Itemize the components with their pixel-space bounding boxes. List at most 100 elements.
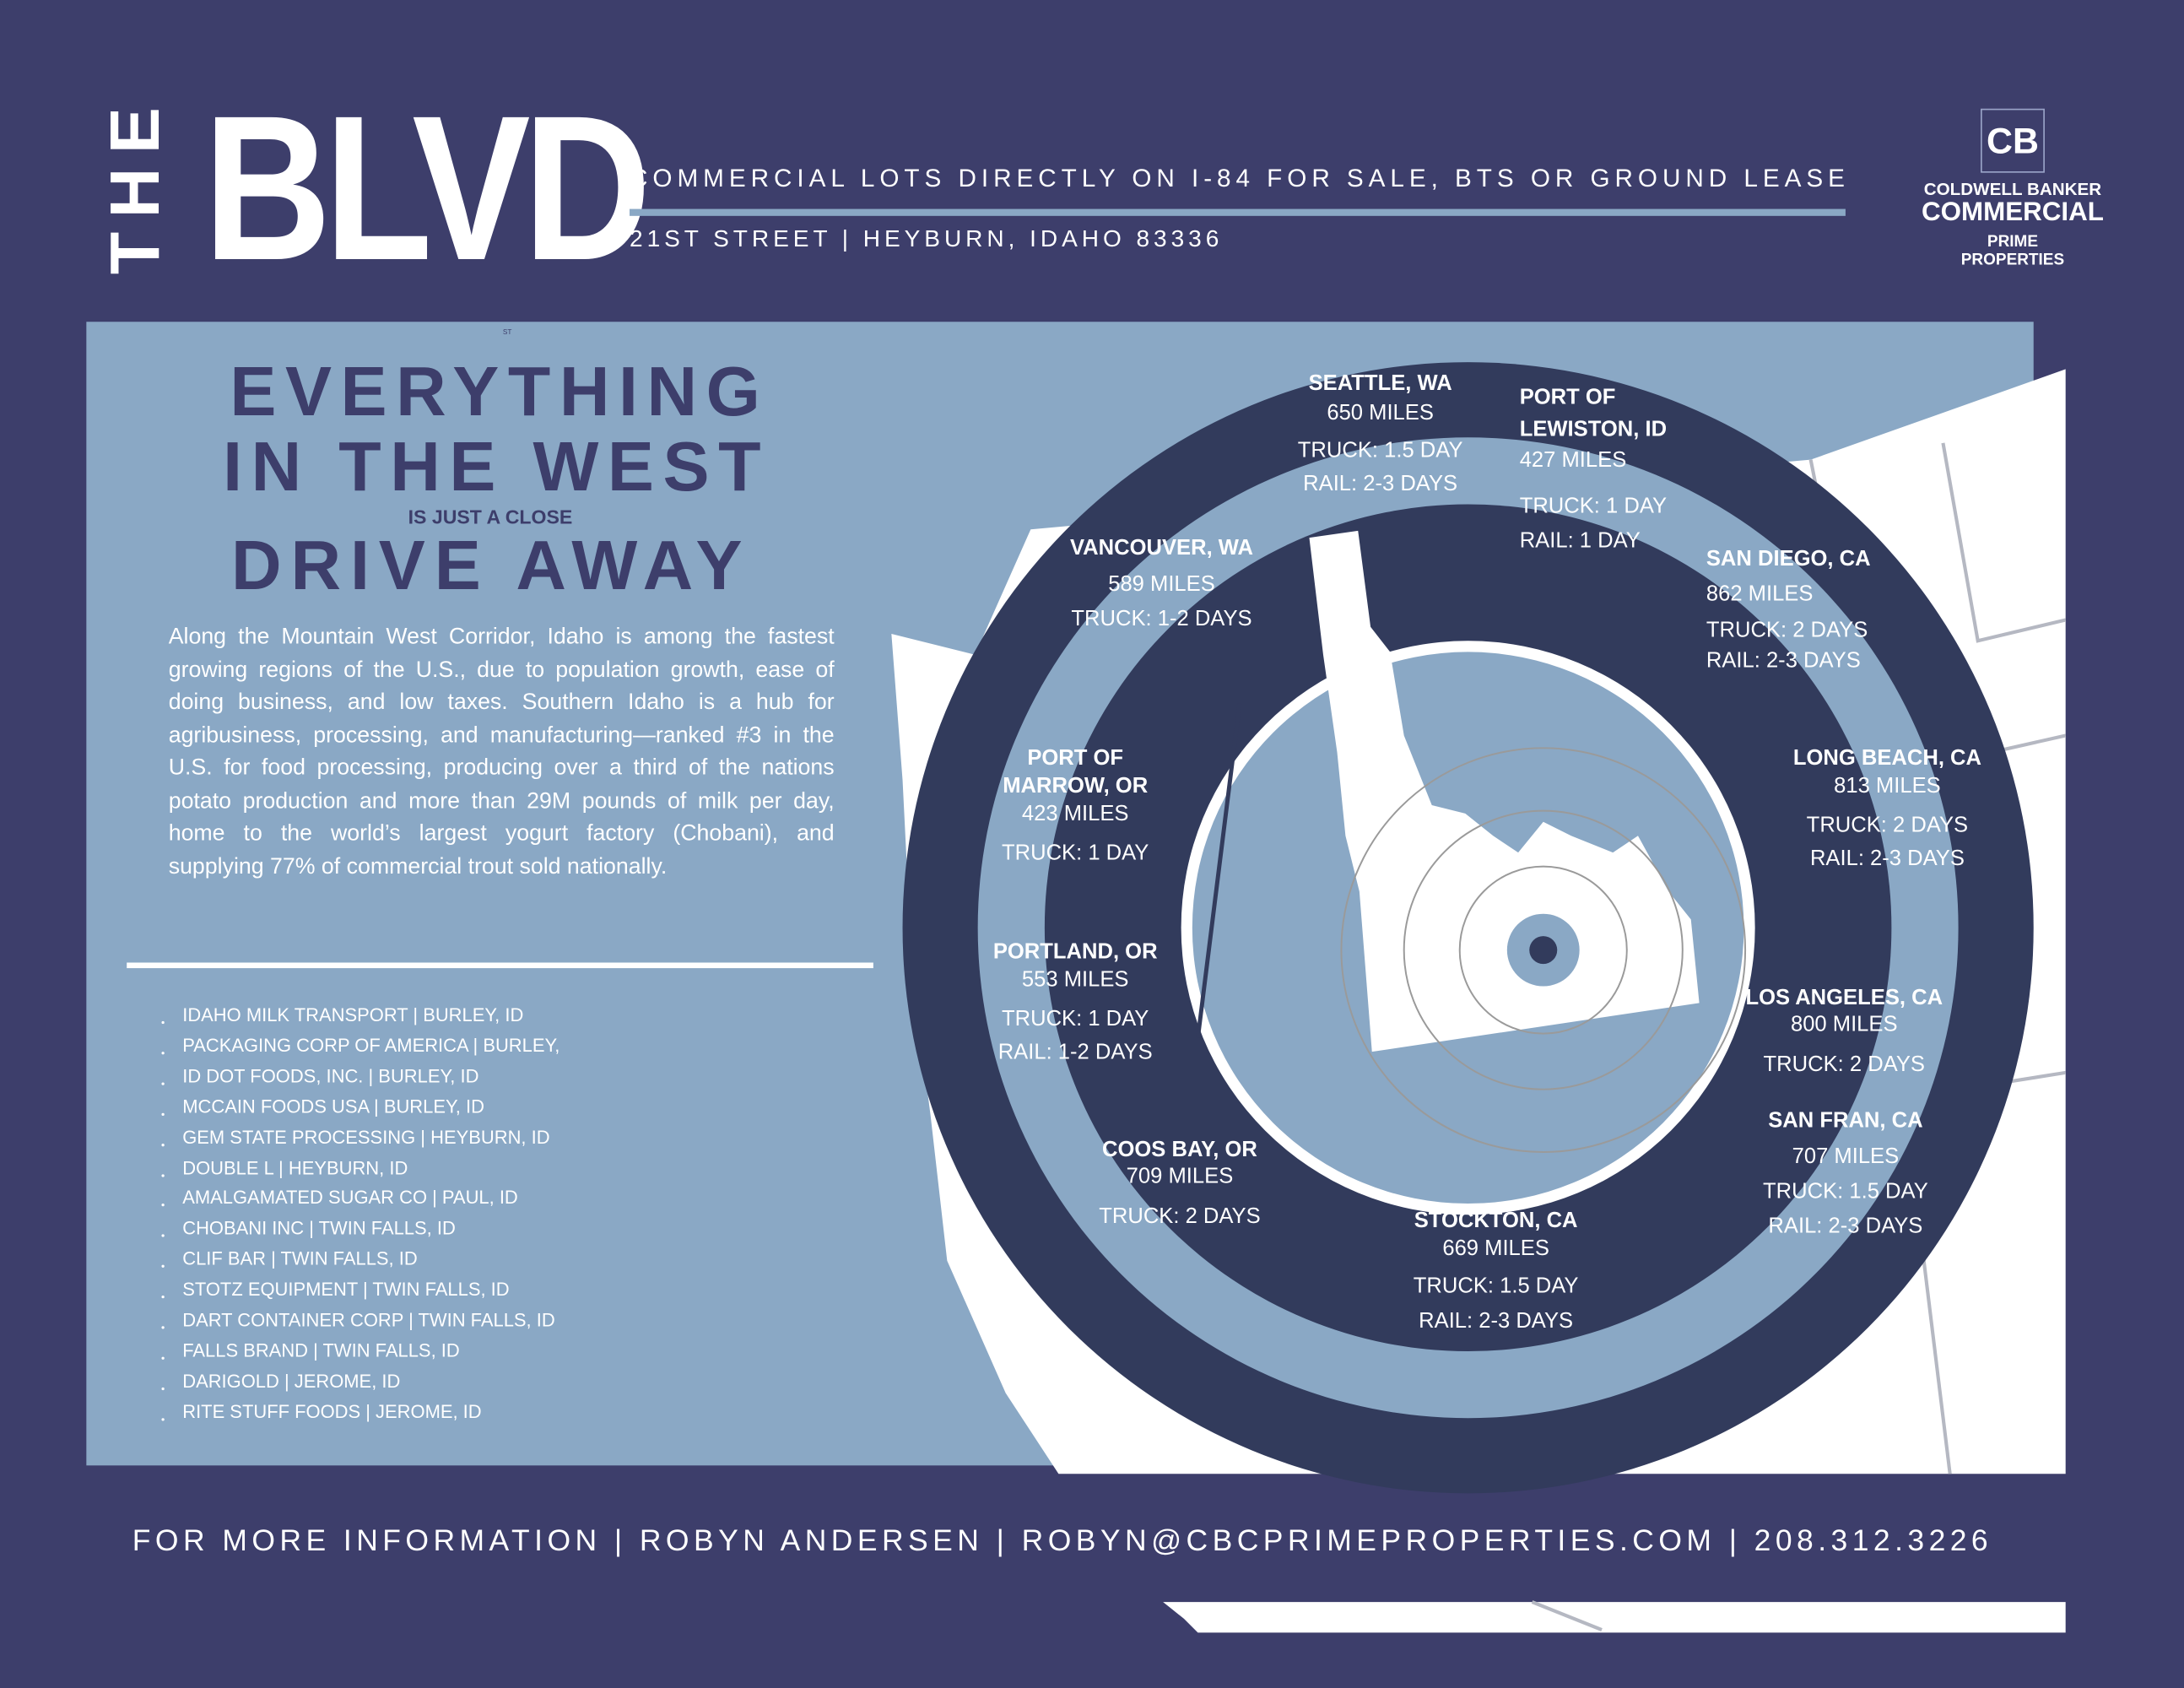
bullet-icon [161,1204,165,1207]
bullet-icon [161,1387,165,1390]
city-detail: RAIL: 2-3 DAYS [1706,649,1861,674]
brand-line4: PROPERTIES [1960,252,2065,269]
bullet-icon [161,1143,165,1146]
headline-small: IS JUST A CLOSE [408,506,573,528]
business-list-item: FALLS BRAND | TWIN FALLS, ID [182,1339,460,1361]
city-detail: 423 MILES [1021,802,1129,826]
bullet-icon [161,1082,165,1085]
bullet-icon [161,1173,165,1177]
bullet-icon [161,1020,165,1025]
city-label: STOCKTON, CA 669 MILES TRUCK: 1.5 DAY RAIL:… [1414,1209,1579,1335]
tagline: COMMERCIAL LOTS DIRECTLY ON I-84 FOR SAL… [630,164,1850,192]
city-name: LONG BEACH, CA [1792,746,1982,771]
city-label: SEATTLE, WA 650 MILES TRUCK: 1.5 DAY RAIL: … [1298,372,1463,498]
header-divider [630,208,1846,216]
city-detail: 813 MILES [1834,774,1941,798]
business-list-item: IDAHO MILK TRANSPORT | BURLEY, ID [182,1004,524,1025]
city-name: SEATTLE, WA [1308,371,1452,396]
business-list-item: ID DOT FOODS, INC. | BURLEY, ID [182,1065,479,1087]
city-detail: TRUCK: 1-2 DAYS [1071,607,1252,631]
headline-line1: EVERYTHING [230,352,770,431]
business-list-item: RITE STUFF FOODS | JEROME, ID [182,1400,482,1422]
city-detail: 800 MILES [1790,1012,1898,1036]
city-name: LEWISTON, ID [1519,418,1668,442]
bullet-icon [161,1112,165,1116]
city-label: SAN DIEGO, CA 862 MILES TRUCK: 2 DAYS RAIL:… [1706,548,1871,674]
city-label: LONG BEACH, CA 813 MILES TRUCK: 2 DAYS RAIL… [1793,747,1981,873]
headline-line3: DRIVE AWAY [230,526,752,605]
city-detail: TRUCK: 1 DAY [1001,841,1149,865]
bullet-icon [161,1264,165,1269]
city-label: PORTLAND, OR 553 MILES TRUCK: 1 DAY RAIL: 1… [993,940,1158,1066]
logo-the: THE [95,93,175,275]
bullet-icon [161,1296,165,1299]
city-name: LOS ANGELES, CA [1745,986,1943,1010]
city-detail: TRUCK: 2 DAYS [1806,813,1969,837]
city-detail: RAIL: 1-2 DAYS [997,1040,1153,1064]
city-name: SAN DIEGO, CA [1706,547,1871,571]
city-detail: 650 MILES [1327,401,1434,425]
coldwell-banker-logo-mark: CB [1981,108,2045,173]
city-detail: TRUCK: 1 DAY [1519,494,1668,518]
city-detail: TRUCK: 1 DAY [1001,1007,1149,1031]
city-label: PORT OF MARROW, OR 423 MILES TRUCK: 1 DAY [1002,747,1149,867]
business-list-item: PACKAGING CORP OF AMERICA | BURLEY, [182,1035,560,1056]
city-detail: RAIL: 2-3 DAYS [1768,1215,1923,1239]
business-list-item: CHOBANI INC | TWIN FALLS, ID [182,1218,456,1239]
st-mark: ST [502,328,512,338]
city-detail: 427 MILES [1519,448,1627,473]
heyburn-marker-dot [1529,936,1558,965]
contact-footer: FOR MORE INFORMATION | ROBYN ANDERSEN | … [132,1523,1993,1558]
brand-line1: COLDWELL BANKER [1923,179,2102,200]
city-detail: TRUCK: 2 DAYS [1763,1052,1925,1077]
city-detail: TRUCK: 1.5 DAY [1413,1274,1579,1299]
city-name: PORTLAND, OR [992,940,1158,965]
bullet-icon [161,1326,165,1329]
brand-line3: PRIME [1987,234,2039,252]
business-list-item: AMALGAMATED SUGAR CO | PAUL, ID [182,1187,518,1209]
city-name: MARROW, OR [1003,774,1149,798]
city-detail: TRUCK: 2 DAYS [1706,618,1868,642]
city-label: PORT OF LEWISTON, ID 427 MILES TRUCK: 1 DAY… [1520,386,1667,555]
city-name: PORT OF [1519,386,1616,410]
land-strip-bottom [1163,1602,2066,1633]
city-detail: RAIL: 2-3 DAYS [1303,472,1458,496]
city-detail: TRUCK: 1.5 DAY [1297,438,1463,463]
city-name: STOCKTON, CA [1414,1209,1578,1233]
city-name: COOS BAY, OR [1102,1138,1257,1162]
city-detail: 707 MILES [1792,1144,1900,1169]
city-detail: 862 MILES [1706,582,1814,606]
headline-line2: IN THE WEST [223,427,770,506]
business-list-item: MCCAIN FOODS USA | BURLEY, ID [182,1096,484,1117]
business-list-item: CLIF BAR | TWIN FALLS, ID [182,1248,418,1269]
bullet-icon [161,1051,165,1055]
city-name: PORT OF [1027,746,1124,771]
city-detail: TRUCK: 2 DAYS [1099,1204,1261,1229]
city-label: VANCOUVER, WA 589 MILES TRUCK: 1-2 DAYS [1070,536,1253,632]
city-detail: RAIL: 1 DAY [1519,529,1641,554]
brand-line2: COMMERCIAL [1921,197,2104,228]
city-detail: 553 MILES [1021,968,1129,993]
city-detail: TRUCK: 1.5 DAY [1763,1179,1928,1204]
business-list-item: DART CONTAINER CORP | TWIN FALLS, ID [182,1309,555,1331]
city-detail: 669 MILES [1442,1236,1549,1261]
property-address: 21ST STREET | HEYBURN, IDAHO 83336 [630,225,1224,252]
business-list-item: STOTZ EQUIPMENT | TWIN FALLS, ID [182,1279,510,1301]
city-detail: RAIL: 2-3 DAYS [1419,1309,1574,1334]
business-list-item: GEM STATE PROCESSING | HEYBURN, ID [182,1126,550,1148]
city-detail: 709 MILES [1126,1164,1234,1188]
logo-blvd: BLVD [203,73,651,304]
city-detail: RAIL: 2-3 DAYS [1809,847,1965,871]
bullet-icon [161,1234,165,1238]
range-circles [1340,747,1747,1153]
bullet-icon [161,1417,165,1420]
corridor-line [1195,703,1242,1038]
city-name: VANCOUVER, WA [1070,536,1254,560]
section-divider [127,962,873,969]
city-detail: 589 MILES [1108,572,1215,597]
